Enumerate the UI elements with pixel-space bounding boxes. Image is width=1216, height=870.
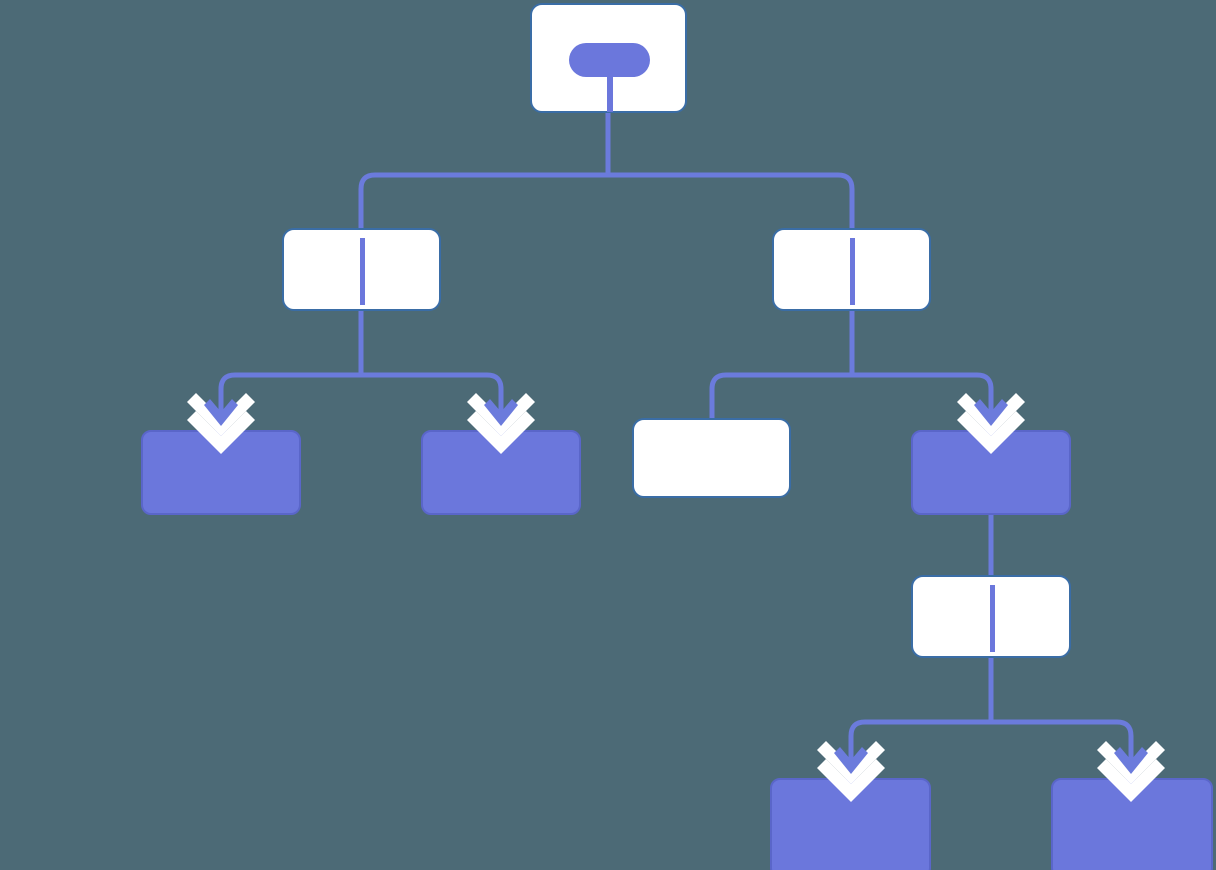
node-l1-right[interactable]	[772, 228, 931, 311]
node-l4-a[interactable]	[770, 778, 931, 870]
node-l3[interactable]	[911, 575, 1071, 658]
through-line-l1-left	[360, 238, 365, 305]
through-line-l3	[990, 585, 995, 652]
through-line-l1-right	[850, 238, 855, 305]
node-l2-b[interactable]	[421, 430, 581, 515]
node-l4-b[interactable]	[1051, 778, 1213, 870]
node-l2-a[interactable]	[141, 430, 301, 515]
node-l2-d[interactable]	[911, 430, 1071, 515]
node-l2-c[interactable]	[632, 418, 791, 498]
node-root[interactable]	[530, 3, 687, 113]
node-l1-left[interactable]	[282, 228, 441, 311]
root-stem-shape	[607, 63, 613, 112]
